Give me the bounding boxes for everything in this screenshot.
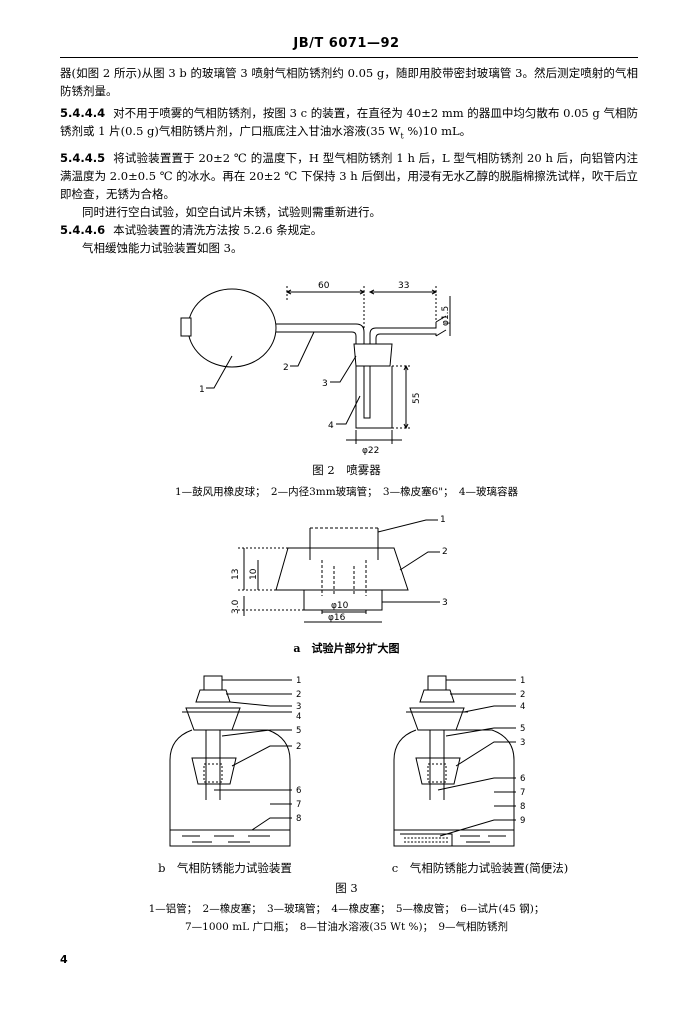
fig3c-label-2: 2 [520, 690, 525, 700]
fig3-legend-line1: 1—铝管； 2—橡皮塞； 3—玻璃管； 4—橡皮塞； 5—橡皮管； 6—试片(4… [148, 903, 545, 915]
fig3c-caption: c 气相防锈能力试验装置(简便法) [391, 861, 569, 875]
fig3b-label-5: 5 [296, 726, 301, 736]
clause-text: 将试验装置置于 20±2 ℃ 的温度下，H 型气相防锈剂 1 h 后，L 型气相… [60, 151, 638, 202]
fig3b-caption: b 气相防锈能力试验装置 [158, 861, 292, 875]
wide-mouth-bottle-shape [393, 729, 515, 847]
fig2-label-1: 1 [199, 385, 205, 395]
fig3c-label-6: 6 [520, 774, 525, 784]
fig3b-label-2: 2 [296, 690, 301, 700]
clause-number: 5.4.4.5 [60, 151, 106, 166]
clause-number: 5.4.4.4 [60, 106, 106, 120]
glass-container-shape [355, 366, 393, 429]
standard-header: JB/T 6071—92 [293, 36, 400, 51]
fig2-dim-phi22: φ22 [362, 446, 379, 456]
fig3b-label-7: 7 [296, 800, 301, 810]
fig2-label-2: 2 [283, 363, 289, 373]
fig2-legend: 1—鼓风用橡皮球； 2—内径3mm玻璃管； 3—橡皮塞6"； 4—玻璃容器 [174, 486, 519, 498]
fig2-dim-60: 60 [318, 281, 330, 291]
fig3c-apparatus [393, 675, 516, 847]
fig3b-label-2b: 2 [296, 742, 301, 752]
wide-mouth-bottle-shape [169, 729, 291, 847]
stopper-shape [353, 343, 393, 367]
page-number: 4 [60, 953, 68, 966]
fig3a-label-3: 3 [442, 598, 448, 608]
fig3c-annotations: 1 2 4 5 3 6 7 8 9 [520, 676, 525, 826]
fig3a-dim-10: 10 [249, 568, 259, 580]
fig2-label-4: 4 [328, 421, 334, 431]
specimen-shape [303, 590, 383, 611]
fig3a-dim-13: 13 [231, 569, 241, 580]
clause-text: 对不用于喷雾的气相防锈剂，按图 3 c 的装置，在直径为 40±2 mm 的器皿… [60, 106, 638, 138]
fig3a-dim-phi16: φ16 [328, 613, 346, 623]
fig3c-label-7: 7 [520, 788, 525, 798]
fig3b-label-4: 4 [296, 712, 301, 722]
fig2-dim-55: 55 [412, 393, 422, 404]
stopper-shape [275, 547, 409, 591]
rubber-bulb-shape [187, 288, 277, 368]
paragraph-blank-test: 同时进行空白试验，如空白试片未锈，试验则需重新进行。 [82, 205, 381, 220]
paragraph-continuation: 器(如图 2 所示)从图 3 b 的玻璃管 3 喷射气相防锈剂约 0.05 g，… [60, 66, 638, 98]
fig2-title: 图 2 喷雾器 [312, 463, 381, 477]
fig3b-label-8: 8 [296, 814, 301, 824]
fig3-title: 图 3 [335, 881, 358, 895]
clause-text: 本试验装置的清洗方法按 5.2.6 条规定。 [113, 223, 323, 238]
fig2-sprayer [180, 286, 451, 444]
fig2-label-3: 3 [322, 379, 328, 389]
fig3a-annotations: 13 10 3.0 φ10 φ16 1 2 3 [231, 515, 448, 623]
body-text: 器(如图 2 所示)从图 3 b 的玻璃管 3 喷射气相防锈剂约 0.05 g，… [60, 64, 638, 257]
header-rule [60, 57, 638, 58]
subscript: t [400, 131, 404, 141]
fig3c-label-3: 3 [520, 738, 525, 748]
fig3b-label-6: 6 [296, 786, 301, 796]
clause-text-tail: %)10 mL。 [403, 124, 472, 138]
fig2-dim-33: 33 [398, 281, 409, 291]
clause-number: 5.4.4.6 [60, 223, 106, 238]
paragraph-5-4-4-6: 5.4.4.6 本试验装置的清洗方法按 5.2.6 条规定。 [60, 221, 638, 239]
fig2-dim-phi15: φ1.5 [441, 306, 451, 326]
fig3-legend-line2: 7—1000 mL 广口瓶； 8—甘油水溶液(35 Wt %)； 9—气相防锈剂 [184, 921, 509, 933]
fig3a-specimen [238, 519, 440, 623]
fig3c-label-1: 1 [520, 676, 525, 686]
paragraph-figure-ref: 气相缓蚀能力试验装置如图 3。 [82, 241, 243, 256]
fig3b-annotations: 1 2 3 4 5 2 6 7 8 [296, 676, 301, 824]
fig3a-dim-3: 3.0 [231, 599, 241, 614]
fig3b-label-3: 3 [296, 702, 301, 712]
fig3a-dim-phi10: φ10 [331, 601, 349, 611]
fig3a-label-1: 1 [440, 515, 446, 525]
fig3c-label-9: 9 [520, 816, 525, 826]
fig3c-label-8: 8 [520, 802, 525, 812]
fig3a-label-2: 2 [442, 547, 448, 557]
fig3b-apparatus [169, 675, 292, 847]
fig2-annotations: 60 33 φ1.5 55 φ22 1 2 3 4 [199, 281, 451, 456]
fig3c-label-5: 5 [520, 724, 525, 734]
fig3c-label-4: 4 [520, 702, 525, 712]
bulb-inlet-shape [180, 317, 192, 337]
fig3b-label-1: 1 [296, 676, 301, 686]
fig3a-caption: a 试验片部分扩大图 [293, 642, 400, 655]
